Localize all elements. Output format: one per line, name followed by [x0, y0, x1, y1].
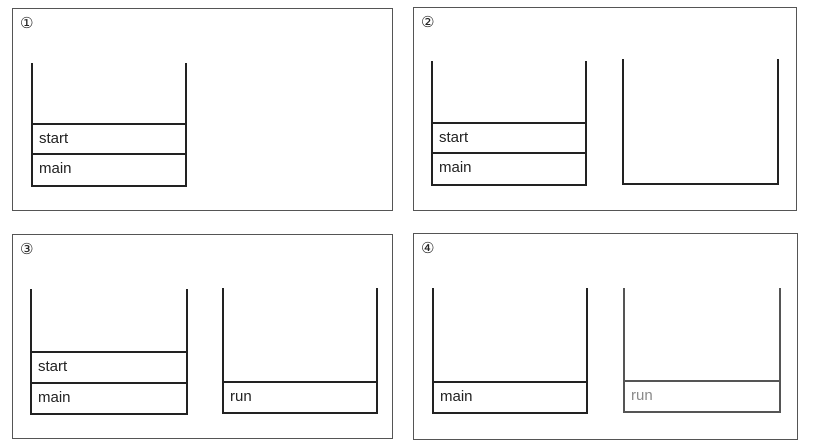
stack-frame-main: main — [433, 152, 585, 182]
stack-frame-start: start — [33, 123, 185, 153]
panel-2: ② start main — [413, 7, 797, 211]
stack-frame-start: start — [32, 351, 186, 381]
stack-frame-run: run — [224, 381, 376, 411]
panel-3: ③ start main run — [12, 234, 393, 439]
panel-1: ① start main — [12, 8, 393, 211]
stack-thread-main: start main — [31, 63, 187, 187]
stack-thread-new: run — [222, 288, 378, 414]
panel-number: ④ — [421, 239, 435, 257]
stack-thread-main: start main — [431, 61, 587, 186]
panel-number: ③ — [20, 240, 34, 258]
stack-frame-main: main — [32, 382, 186, 412]
panel-number: ② — [421, 13, 435, 31]
stack-frame-start: start — [433, 122, 585, 152]
stack-thread-new: run — [623, 288, 781, 413]
stack-thread-main: start main — [30, 289, 188, 415]
panel-4: ④ main run — [413, 233, 798, 440]
stack-frame-run: run — [625, 380, 779, 410]
stack-thread-new — [622, 59, 779, 185]
stack-frame-main: main — [434, 381, 586, 411]
stack-thread-main: main — [432, 288, 588, 414]
panel-number: ① — [20, 14, 34, 32]
stack-frame-main: main — [33, 153, 185, 183]
